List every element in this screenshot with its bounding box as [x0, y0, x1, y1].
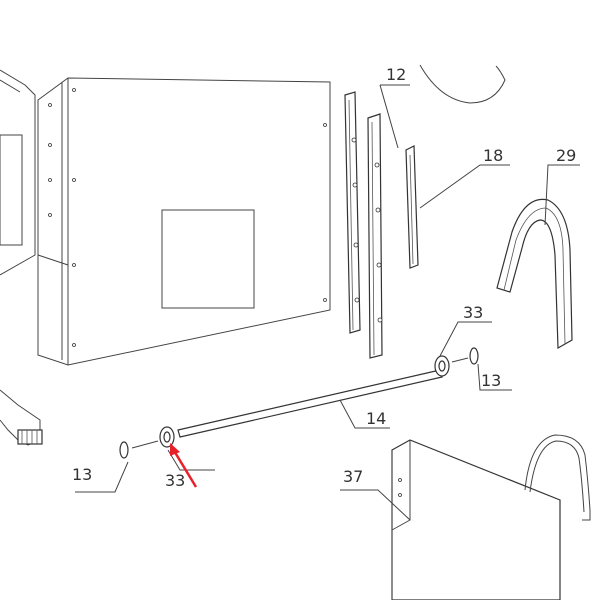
ash-box — [391, 439, 561, 600]
power-cable — [524, 434, 591, 521]
callout-29: 29 — [556, 146, 576, 165]
main-cabinet — [37, 77, 331, 366]
callout-13-right: 13 — [481, 371, 501, 390]
cable-chain — [496, 198, 573, 350]
callout-33-bottom: 33 — [165, 471, 185, 490]
rack-bar-right — [367, 113, 383, 359]
red-arrow-icon — [170, 443, 198, 488]
callout-18: 18 — [483, 146, 503, 165]
callout-13-left: 13 — [72, 465, 92, 484]
gasket-strip — [405, 145, 419, 269]
rack-bar-left — [344, 91, 361, 334]
callout-14: 14 — [366, 409, 386, 428]
leader-lines — [75, 84, 580, 521]
callout-37: 37 — [343, 467, 363, 486]
rod-assembly — [119, 347, 479, 459]
round-part-outline — [419, 64, 506, 104]
left-side-panel — [0, 69, 43, 446]
callout-12: 12 — [386, 65, 406, 84]
callout-33-top: 33 — [463, 303, 483, 322]
